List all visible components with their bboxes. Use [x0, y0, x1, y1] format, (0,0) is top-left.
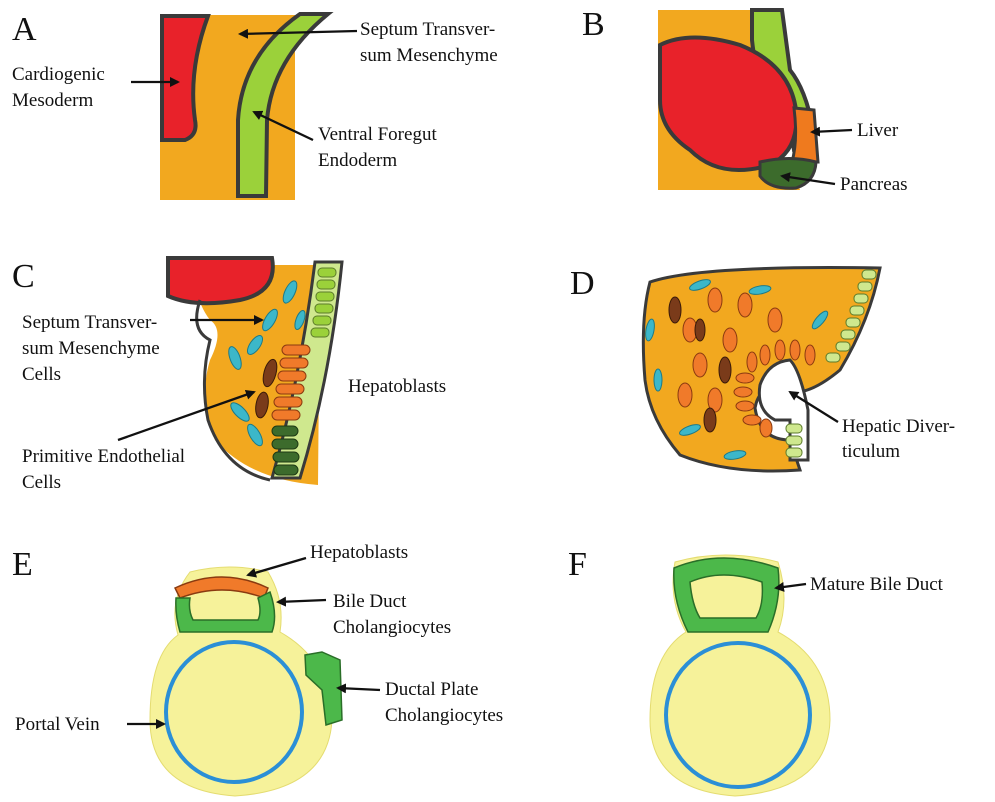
panel-a: A Septum Transver- sum Mesenchyme Cardio…: [12, 11, 498, 200]
label-cardiogenic-line1: Cardiogenic: [12, 64, 105, 85]
panel-a-letter: A: [12, 11, 37, 48]
label-portal-vein: Portal Vein: [15, 714, 100, 735]
arrow-liver: [812, 130, 852, 132]
label-foregut-line2: Endoderm: [318, 150, 397, 171]
panel-b-pancreas: [760, 159, 816, 189]
label-septum-line1: Septum Transver-: [360, 19, 495, 40]
panel-b-liver: [792, 108, 818, 162]
label-endothelial-line1: Primitive Endothelial: [22, 446, 185, 467]
panel-c: C: [12, 258, 446, 493]
label-cardiogenic-line2: Mesoderm: [12, 90, 93, 111]
label-foregut-line1: Ventral Foregut: [318, 124, 437, 145]
label-stm-line2: sum Mesenchyme: [22, 338, 160, 359]
panel-e: E Hepatoblasts Bile Duct Cholangiocytes …: [12, 542, 503, 796]
panel-f: F Mature Bile Duct: [568, 546, 944, 796]
label-diverticulum-line2: ticulum: [842, 441, 900, 462]
label-hepatoblasts-e: Hepatoblasts: [310, 542, 408, 563]
label-endothelial-line2: Cells: [22, 472, 61, 493]
label-ductal-line1: Ductal Plate: [385, 679, 478, 700]
label-ductal-line2: Cholangiocytes: [385, 705, 503, 726]
label-liver: Liver: [857, 120, 899, 141]
label-diverticulum-line1: Hepatic Diver-: [842, 416, 955, 437]
label-bile-line1: Bile Duct: [333, 591, 407, 612]
panel-b: B Liver Pancreas: [582, 6, 908, 195]
label-mature-bile-duct: Mature Bile Duct: [810, 574, 944, 595]
label-pancreas: Pancreas: [840, 174, 908, 195]
panel-c-letter: C: [12, 258, 35, 295]
label-septum-line2: sum Mesenchyme: [360, 45, 498, 66]
panel-d-letter: D: [570, 265, 595, 302]
panel-d: D: [570, 265, 955, 471]
label-hepatoblasts-c: Hepatoblasts: [348, 376, 446, 397]
arrow-ductal-plate: [338, 688, 380, 690]
panel-e-portal-vein: [166, 642, 302, 782]
label-stm-line3: Cells: [22, 364, 61, 385]
label-bile-line2: Cholangiocytes: [333, 617, 451, 638]
panel-e-letter: E: [12, 546, 33, 583]
arrow-hepatoblasts-e: [248, 558, 306, 575]
panel-b-letter: B: [582, 6, 605, 43]
panel-f-portal-vein: [666, 643, 810, 787]
label-stm-line1: Septum Transver-: [22, 312, 157, 333]
arrow-bile-duct: [278, 600, 326, 602]
panel-f-letter: F: [568, 546, 587, 583]
